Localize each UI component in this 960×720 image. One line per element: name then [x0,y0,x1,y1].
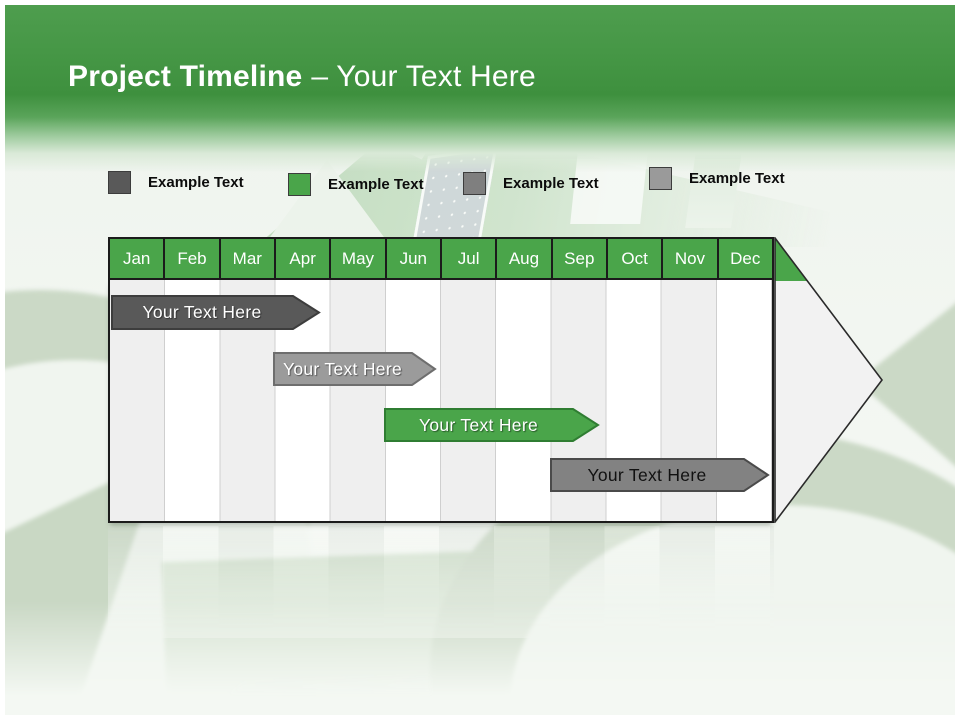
legend-label[interactable]: Example Text [689,170,785,187]
title-placeholder[interactable]: – Your Text Here [311,60,536,93]
task-bar-2[interactable]: Your Text Here [273,352,437,386]
month-cell-jul: Jul [439,239,495,278]
task-bar-4[interactable]: Your Text Here [550,458,770,492]
month-header-row: Jan Feb Mar Apr May Jun Jul Aug Sep Oct … [108,237,774,280]
month-cell-may: May [329,239,384,278]
task-bar-label[interactable]: Your Text Here [419,414,538,435]
legend-swatch-green [288,173,311,196]
legend-swatch-dark-gray [108,171,131,194]
legend-label[interactable]: Example Text [328,176,424,193]
legend-label[interactable]: Example Text [148,174,244,191]
month-cell-mar: Mar [218,239,274,278]
task-bar-1[interactable]: Your Text Here [111,295,321,330]
task-bar-3[interactable]: Your Text Here [384,408,600,442]
month-cell-dec: Dec [716,239,772,278]
legend-swatch-light-gray [649,167,672,190]
month-cell-sep: Sep [550,239,606,278]
month-cell-jan: Jan [122,248,151,268]
month-cell-oct: Oct [605,239,661,278]
month-cell-feb: Feb [163,239,218,278]
timeline-arrowhead [774,237,884,523]
legend-item-1: Example Text [108,171,244,194]
header-band [0,0,960,172]
legend-item-4: Example Text [649,167,785,190]
legend-item-2: Example Text [288,173,424,196]
title-main: Project Timeline [68,60,303,93]
task-bar-label[interactable]: Your Text Here [142,302,262,322]
legend-item-3: Example Text [463,172,599,195]
task-bar-label[interactable]: Your Text Here [587,464,707,485]
month-cell-aug: Aug [495,239,550,278]
page-title: Project Timeline– Your Text Here [68,60,536,94]
table-reflection [108,526,774,638]
task-bar-label[interactable]: Your Text Here [283,358,402,379]
month-cell-apr: Apr [273,239,329,278]
legend-swatch-gray [463,172,486,195]
month-cell-nov: Nov [661,239,716,278]
month-cell-jun: Jun [384,239,440,278]
legend-label[interactable]: Example Text [503,175,599,192]
